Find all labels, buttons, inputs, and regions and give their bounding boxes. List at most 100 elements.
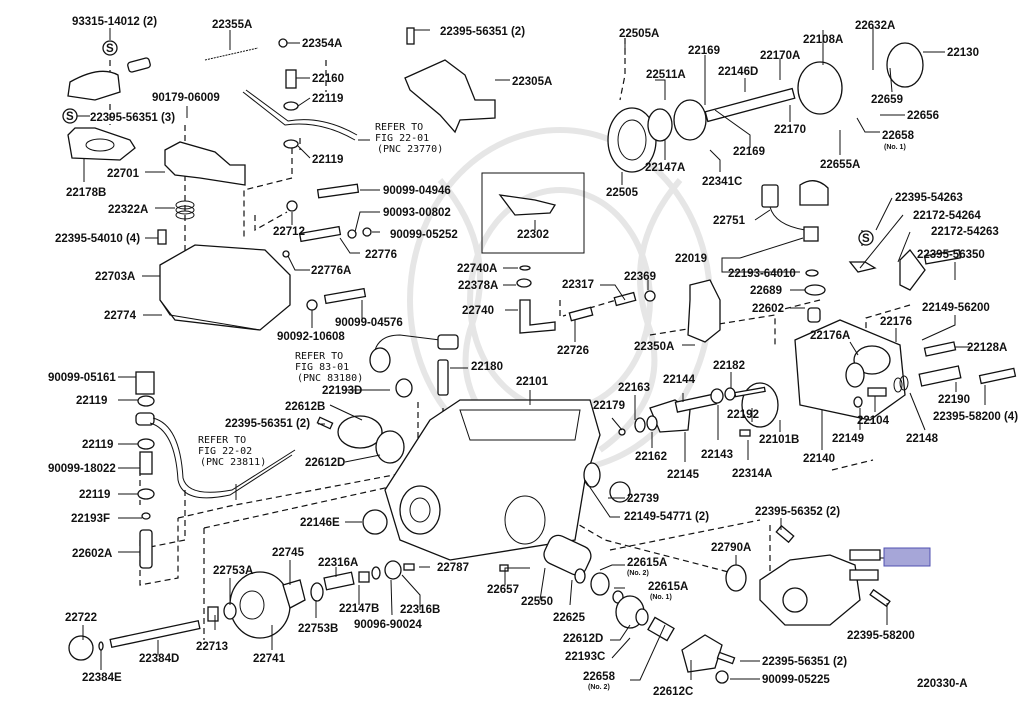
part-label-22753A[interactable]: 22753A	[213, 565, 253, 577]
part-label-22130[interactable]: 22130	[947, 47, 979, 59]
part-label-22163[interactable]: 22163	[618, 382, 650, 394]
part-label-22741[interactable]: 22741	[253, 653, 286, 665]
part-label-22658-no2[interactable]: 22658	[583, 671, 616, 683]
part-label-22317[interactable]: 22317	[562, 279, 594, 291]
part-label-22101B[interactable]: 22101B	[759, 434, 799, 446]
part-label-22745[interactable]: 22745	[272, 547, 305, 559]
reference-fig-22-02[interactable]: REFER TO FIG 22-02 (PNC 23811)	[198, 435, 266, 468]
part-label-22505[interactable]: 22505	[606, 187, 639, 199]
part-label-22146D[interactable]: 22146D	[718, 66, 758, 78]
part-label-22659[interactable]: 22659	[871, 94, 903, 106]
part-label-22119-c[interactable]: 22119	[79, 489, 110, 501]
part-label-22739[interactable]: 22739	[627, 493, 659, 505]
part-label-90092-10608[interactable]: 90092-10608	[277, 331, 345, 343]
part-label-22193D[interactable]: 22193D	[322, 385, 362, 397]
part-label-22787[interactable]: 22787	[437, 562, 469, 574]
part-label-22384D[interactable]: 22384D	[139, 653, 179, 665]
part-label-22144[interactable]: 22144	[663, 374, 696, 386]
part-label-22193C[interactable]: 22193C	[565, 651, 605, 663]
part-label-22774[interactable]: 22774	[104, 310, 137, 322]
part-label-22395-54263[interactable]: 22395-54263	[895, 192, 963, 204]
part-label-22395-54010[interactable]: 22395-54010 (4)	[55, 233, 140, 245]
part-label-22384E[interactable]: 22384E	[82, 672, 122, 684]
part-label-22712[interactable]: 22712	[273, 226, 305, 238]
part-label-22355A[interactable]: 22355A	[212, 19, 252, 31]
part-label-22169-top[interactable]: 22169	[688, 45, 720, 57]
part-label-90096-90024[interactable]: 90096-90024	[354, 619, 422, 631]
part-label-22701[interactable]: 22701	[107, 168, 140, 180]
part-label-22350A[interactable]: 22350A	[634, 341, 674, 353]
part-label-22395-58200-4[interactable]: 22395-58200 (4)	[933, 411, 1018, 423]
reference-fig-83-01[interactable]: REFER TO FIG 83-01 (PNC 83180)	[295, 351, 363, 384]
part-label-22395-56351-2c[interactable]: 22395-56351 (2)	[762, 656, 847, 668]
part-label-22615A-no2[interactable]: 22615A	[627, 557, 667, 569]
part-label-22395-56351-2a[interactable]: 22395-56351 (2)	[440, 26, 525, 38]
part-label-22354A[interactable]: 22354A	[302, 38, 342, 50]
part-label-22019[interactable]: 22019	[675, 253, 707, 265]
part-label-22316A[interactable]: 22316A	[318, 557, 358, 569]
part-label-22190[interactable]: 22190	[938, 394, 970, 406]
part-label-22689[interactable]: 22689	[750, 285, 782, 297]
highlighted-part-marker[interactable]	[883, 547, 931, 567]
part-label-22395-56352[interactable]: 22395-56352 (2)	[755, 506, 840, 518]
part-label-22511A[interactable]: 22511A	[646, 69, 686, 81]
part-label-22615A-no1[interactable]: 22615A	[648, 581, 688, 593]
part-label-22316B[interactable]: 22316B	[400, 604, 440, 616]
part-label-22602[interactable]: 22602	[752, 303, 784, 315]
part-label-22101[interactable]: 22101	[516, 376, 549, 388]
part-label-22145[interactable]: 22145	[667, 469, 700, 481]
part-label-22655A[interactable]: 22655A	[820, 159, 860, 171]
part-label-22378A[interactable]: 22378A	[458, 280, 498, 292]
part-label-22505A[interactable]: 22505A	[619, 28, 659, 40]
part-label-22369[interactable]: 22369	[624, 271, 656, 283]
part-label-22713[interactable]: 22713	[196, 641, 228, 653]
part-label-22176[interactable]: 22176	[880, 316, 912, 328]
part-label-22395-56350[interactable]: 22395-56350	[917, 249, 985, 261]
part-label-22658-no1[interactable]: 22658	[882, 130, 915, 142]
part-label-22753B[interactable]: 22753B	[298, 623, 338, 635]
part-label-22119-mid[interactable]: 22119	[312, 154, 343, 166]
part-label-22703A[interactable]: 22703A	[95, 271, 135, 283]
part-label-22776A[interactable]: 22776A	[311, 265, 351, 277]
part-label-22612C[interactable]: 22612C	[653, 686, 693, 698]
part-label-90099-04576[interactable]: 90099-04576	[335, 317, 403, 329]
part-label-22146E[interactable]: 22146E	[300, 517, 340, 529]
part-label-22612D-lower[interactable]: 22612D	[563, 633, 603, 645]
part-label-22140[interactable]: 22140	[803, 453, 835, 465]
part-label-22178B[interactable]: 22178B	[66, 187, 106, 199]
part-label-22305A[interactable]: 22305A	[512, 76, 552, 88]
part-label-22128A[interactable]: 22128A	[967, 342, 1007, 354]
part-label-22790A[interactable]: 22790A	[711, 542, 751, 554]
part-label-22395-58200[interactable]: 22395-58200	[847, 630, 915, 642]
part-label-22148[interactable]: 22148	[906, 433, 939, 445]
part-label-22395-56351-2b[interactable]: 22395-56351 (2)	[225, 418, 310, 430]
part-label-22170[interactable]: 22170	[774, 124, 806, 136]
part-label-22602A[interactable]: 22602A	[72, 548, 112, 560]
reference-fig-22-01[interactable]: REFER TO FIG 22-01 (PNC 23770)	[375, 122, 443, 155]
part-label-22395-56351-3[interactable]: 22395-56351 (3)	[90, 112, 175, 124]
part-label-22625[interactable]: 22625	[553, 612, 586, 624]
part-label-22740[interactable]: 22740	[462, 305, 494, 317]
part-label-22314A[interactable]: 22314A	[732, 468, 772, 480]
part-label-90099-05252[interactable]: 90099-05252	[390, 229, 458, 241]
part-label-90179-06009[interactable]: 90179-06009	[152, 92, 220, 104]
part-label-22162[interactable]: 22162	[635, 451, 667, 463]
part-label-22322A[interactable]: 22322A	[108, 204, 148, 216]
part-label-22104[interactable]: 22104	[857, 415, 890, 427]
part-label-22550[interactable]: 22550	[521, 596, 553, 608]
part-label-90099-05161[interactable]: 90099-05161	[48, 372, 116, 384]
part-label-22108A[interactable]: 22108A	[803, 34, 843, 46]
part-label-90093-00802[interactable]: 90093-00802	[383, 207, 451, 219]
part-label-22119-top[interactable]: 22119	[312, 93, 343, 105]
part-label-22182[interactable]: 22182	[713, 360, 745, 372]
part-label-22740A[interactable]: 22740A	[457, 263, 497, 275]
part-label-22776[interactable]: 22776	[365, 249, 397, 261]
part-label-22722[interactable]: 22722	[65, 612, 97, 624]
part-label-22160[interactable]: 22160	[312, 73, 344, 85]
part-label-22143[interactable]: 22143	[701, 449, 733, 461]
part-label-22302[interactable]: 22302	[517, 229, 549, 241]
part-label-22341C[interactable]: 22341C	[702, 176, 742, 188]
part-label-90099-04946[interactable]: 90099-04946	[383, 185, 451, 197]
part-label-22149[interactable]: 22149	[832, 433, 864, 445]
part-label-22176A[interactable]: 22176A	[810, 330, 850, 342]
